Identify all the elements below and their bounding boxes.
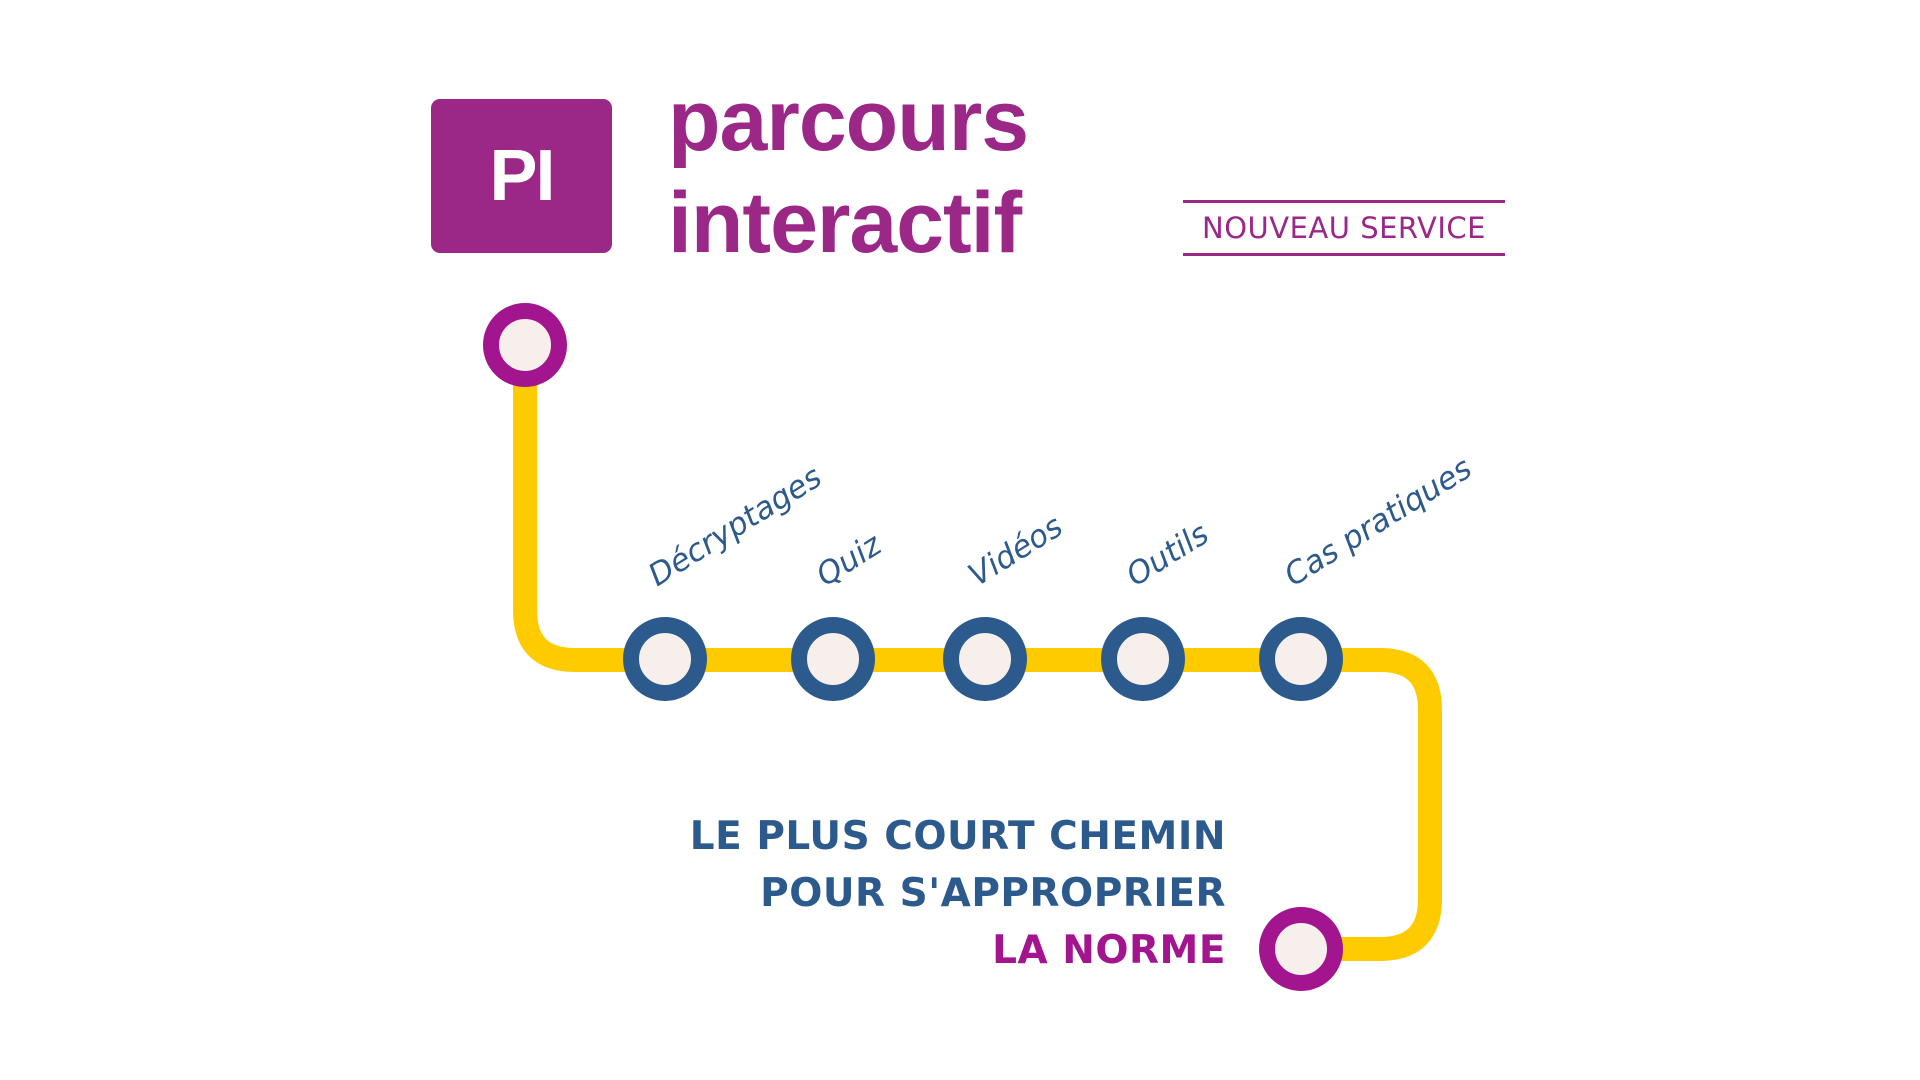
title-line-2: interactif <box>668 175 1022 271</box>
route-line <box>513 345 1442 961</box>
station-label: Cas pratiques <box>1278 450 1478 594</box>
title-line-1: parcours <box>668 73 1029 169</box>
logo-initials: PI <box>489 136 555 216</box>
station-label: Décryptages <box>642 459 828 594</box>
end-station <box>1259 907 1343 991</box>
station-marker <box>1259 617 1343 701</box>
logo-badge: PI <box>431 99 612 253</box>
start-station <box>483 303 567 387</box>
new-service-label: NOUVEAU SERVICE <box>1202 211 1486 245</box>
station-label: Vidéos <box>962 508 1069 593</box>
tagline-line-1: LE PLUS COURT CHEMIN <box>689 814 1226 859</box>
station-marker <box>943 617 1027 701</box>
tagline: LE PLUS COURT CHEMIN POUR S'APPROPRIER L… <box>690 808 1226 979</box>
station-label: Quiz <box>810 526 888 593</box>
station-marker <box>623 617 707 701</box>
station-marker <box>791 617 875 701</box>
tagline-line-3: LA NORME <box>992 928 1226 973</box>
station-marker <box>1101 617 1185 701</box>
station-label: Outils <box>1120 516 1215 594</box>
tagline-line-2: POUR S'APPROPRIER <box>760 871 1226 916</box>
new-service-badge: NOUVEAU SERVICE <box>1183 200 1505 256</box>
page-title: parcours interactif <box>668 70 1029 274</box>
